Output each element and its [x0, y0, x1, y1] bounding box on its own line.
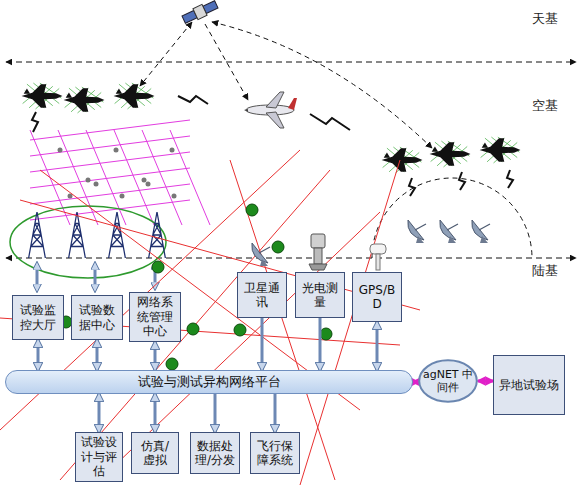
- application-box: 仿真/虚拟: [131, 432, 179, 474]
- network-platform-band: 试验与测试异构网络平台: [5, 370, 413, 394]
- node-text: 试验设计与评估: [79, 435, 119, 478]
- node-text: 飞行保障系统: [254, 439, 296, 468]
- mesh-node: [120, 194, 125, 199]
- data-link: [376, 322, 379, 370]
- mesh-node: [58, 148, 63, 153]
- ground-station-box: 光电测量: [295, 272, 345, 318]
- center-box: 试验数据中心: [71, 295, 123, 340]
- node-text: 卫星通讯: [241, 281, 283, 310]
- data-link: [154, 394, 157, 432]
- data-link: [96, 340, 99, 370]
- ground-station-box: 卫星通讯: [237, 272, 287, 318]
- mesh-line: [30, 184, 190, 204]
- mesh-node: [170, 148, 175, 153]
- node-text: 试验与测试异构网络平台: [138, 374, 281, 390]
- mesh-line: [30, 136, 190, 156]
- middleware-ellipse: agNET 中间件: [418, 359, 478, 403]
- layer-label: 陆基: [530, 262, 560, 280]
- data-link: [274, 394, 277, 432]
- ground-station-box: GPS/BD: [352, 272, 402, 322]
- center-box: 试验监控大厅: [12, 295, 64, 340]
- data-link: [319, 318, 322, 370]
- mesh-node: [172, 194, 177, 199]
- layer-label: 天基: [530, 10, 560, 28]
- data-link: [154, 342, 157, 370]
- data-link: [261, 318, 264, 370]
- data-link: [98, 394, 101, 432]
- data-link: [37, 340, 40, 370]
- middleware-link: [478, 380, 493, 383]
- mesh-node: [142, 178, 147, 183]
- remote-site-box: 异地试验场: [493, 355, 565, 415]
- mesh-line: [30, 168, 190, 188]
- node-text: 数据处理/分发: [194, 439, 236, 468]
- mesh-line: [30, 120, 190, 140]
- node-text: 试验监控大厅: [16, 303, 60, 332]
- mesh-node: [94, 182, 99, 187]
- application-box: 试验设计与评估: [75, 432, 123, 482]
- center-box: 网络系统管理中心: [129, 292, 181, 342]
- node-text: 异地试验场: [499, 378, 559, 392]
- node-text: 试验数据中心: [75, 303, 119, 332]
- node-text: GPS/BD: [356, 283, 398, 312]
- node-text: 网络系统管理中心: [133, 295, 177, 338]
- mesh-line: [30, 152, 190, 172]
- node-text: 光电测量: [299, 281, 341, 310]
- node-text: 仿真/虚拟: [135, 439, 175, 468]
- mesh-node: [146, 182, 151, 187]
- node-text: agNET 中间件: [421, 368, 475, 394]
- mesh-node: [114, 148, 119, 153]
- mesh-node: [86, 178, 91, 183]
- application-box: 数据处理/分发: [190, 432, 240, 474]
- data-link: [214, 394, 217, 432]
- application-box: 飞行保障系统: [250, 432, 300, 474]
- middleware-link: [413, 381, 418, 384]
- mesh-line: [170, 130, 210, 225]
- layer-label: 空基: [530, 97, 560, 115]
